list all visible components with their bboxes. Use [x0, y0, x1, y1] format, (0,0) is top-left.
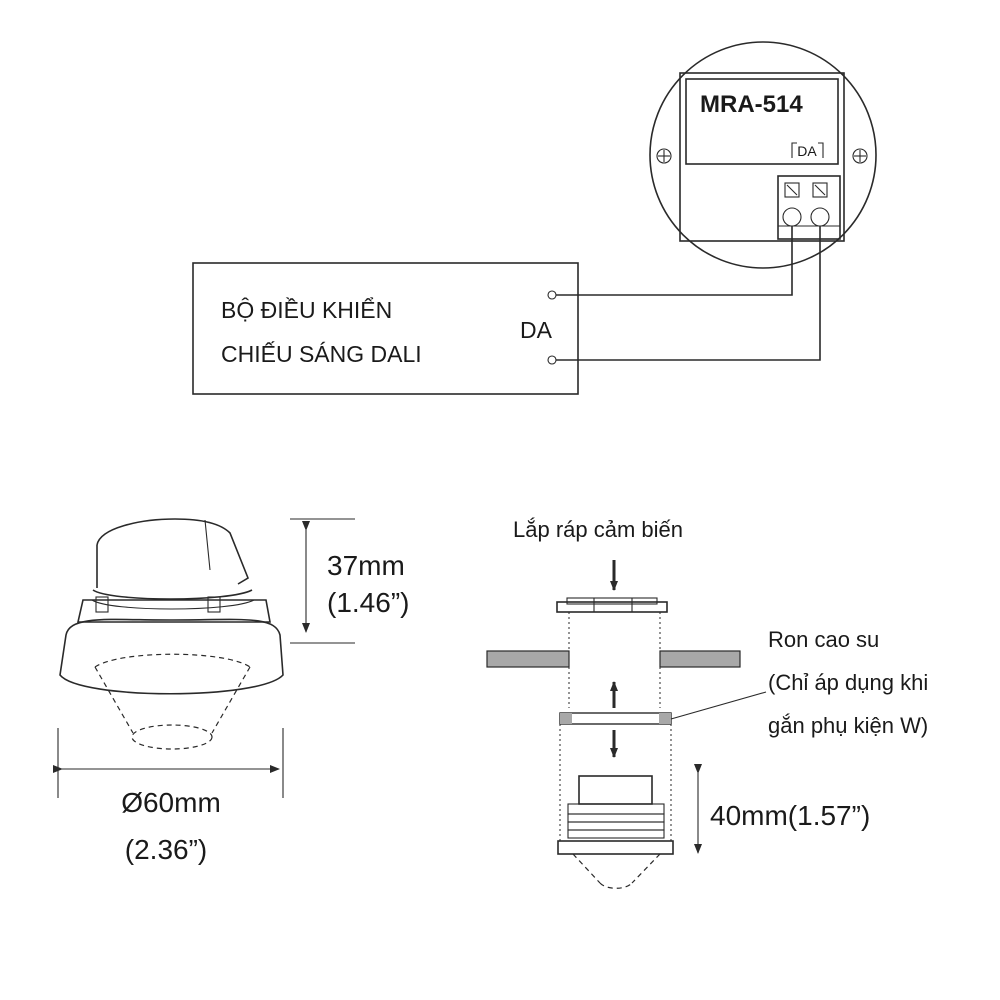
controller-box [192, 262, 579, 395]
terminal-screw-1 [782, 207, 802, 227]
mounting-ring [556, 597, 668, 613]
sensor-housing-circle [649, 41, 877, 269]
sensor-dome-top [96, 518, 249, 585]
assembly-view: Lắp ráp cảm biến Ron cao su (Chỉ áp dụng… [486, 517, 928, 889]
height-mm-label: 37mm [327, 550, 405, 581]
diameter-in-label: (2.36”) [125, 834, 207, 865]
sensor-base [59, 618, 284, 695]
height-in-label: (1.46”) [327, 587, 409, 618]
sensor-ring [92, 589, 253, 600]
screw-left-icon [656, 148, 672, 164]
controller-terminal-1 [547, 290, 557, 300]
sensor-lens-top [94, 653, 251, 668]
gasket-leader-line [670, 691, 767, 720]
controller-label-line1: BỘ ĐIỀU KHIỂN [221, 296, 392, 323]
sensor-terminal-view: MRA-514 DA [649, 41, 877, 269]
model-label-box [685, 78, 839, 165]
sensor-side-view [557, 775, 674, 889]
controller-terminal-2 [547, 355, 557, 365]
rubber-gasket [559, 712, 672, 725]
wire-2 [556, 226, 821, 361]
ceiling-panel-right [659, 650, 741, 668]
controller-port-label: DA [520, 317, 553, 343]
gasket-label-line2: (Chỉ áp dụng khi [768, 670, 928, 695]
sensor-flange [76, 599, 271, 623]
terminal-block [777, 175, 841, 240]
depth-label: 40mm(1.57”) [710, 800, 870, 831]
sensor-dimension-view: 37mm (1.46”) Ø60mm (2.36”) [53, 518, 409, 865]
ceiling-panel-left [486, 650, 570, 668]
sensor-body-outline [679, 72, 845, 242]
controller-label-line2: CHIẾU SÁNG DALI [221, 340, 422, 367]
sensor-model-label: MRA-514 [700, 91, 803, 118]
wire-1 [556, 226, 793, 296]
terminal-tag-bracket-left [791, 142, 797, 158]
gasket-label-line1: Ron cao su [768, 627, 879, 652]
sensor-lens-bottom [131, 724, 213, 750]
terminal-screw-2 [810, 207, 830, 227]
terminal-tag-label: DA [797, 143, 817, 159]
gasket-label-line3: gắn phụ kiện W) [768, 713, 928, 738]
diameter-mm-label: Ø60mm [121, 787, 221, 818]
assembly-title: Lắp ráp cảm biến [513, 517, 683, 542]
wiring-lines [556, 226, 821, 361]
terminal-tag-bracket-right [818, 142, 824, 158]
dali-controller: BỘ ĐIỀU KHIỂN CHIẾU SÁNG DALI DA [192, 262, 579, 395]
screw-right-icon [852, 148, 868, 164]
